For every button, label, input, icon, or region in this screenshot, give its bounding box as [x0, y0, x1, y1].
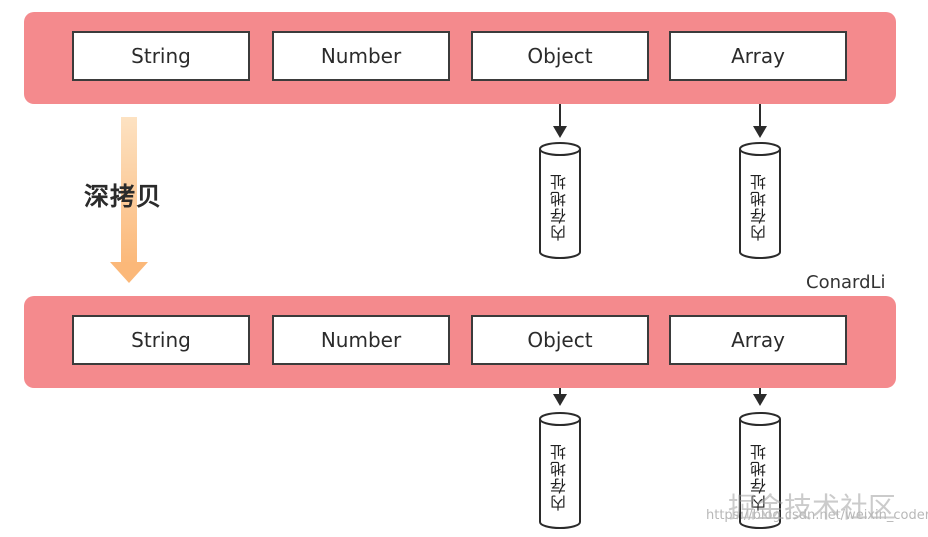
deep-copy-arrow — [110, 117, 148, 283]
top-array-memory-label: 内存地址 — [750, 173, 769, 241]
top-array-memory-cylinder — [739, 142, 781, 259]
bottom-object-memory-label: 内存地址 — [550, 443, 569, 511]
watermark-url: https://blog.csdn.net/weixin_coder — [706, 508, 928, 523]
bottom-number-cell: Number — [272, 315, 450, 365]
bottom-object-cell: Object — [471, 315, 649, 365]
bottom-string-cell: String — [72, 315, 250, 365]
top-number-cell: Number — [272, 31, 450, 81]
author-label: ConardLi — [806, 272, 886, 293]
top-object-cell: Object — [471, 31, 649, 81]
top-array-cell: Array — [669, 31, 847, 81]
watermark-logo-text: 掘金技术社区 — [728, 491, 897, 524]
bottom-array-cell: Array — [669, 315, 847, 365]
copied-object-band: String Number Object Array — [24, 296, 896, 388]
top-object-memory-label: 内存地址 — [550, 173, 569, 241]
top-object-memory-cylinder — [539, 142, 581, 259]
original-object-band: String Number Object Array — [24, 12, 896, 104]
bottom-object-memory-cylinder — [539, 412, 581, 529]
bottom-array-memory-cylinder — [739, 412, 781, 529]
top-string-cell: String — [72, 31, 250, 81]
deep-copy-label: 深拷贝 — [84, 182, 163, 211]
